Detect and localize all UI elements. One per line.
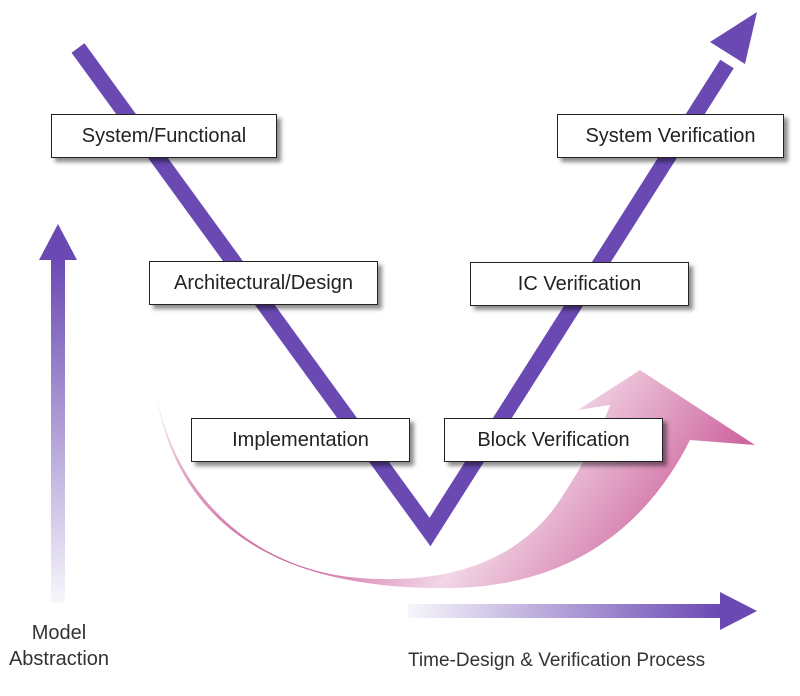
- stage-ic-verification-label: IC Verification: [517, 272, 642, 295]
- stage-architectural-design-label: Architectural/Design: [174, 271, 353, 294]
- stage-system-verification: System Verification: [557, 114, 784, 158]
- vertical-axis-label: Model Abstraction: [0, 620, 118, 672]
- vertical-axis-label-line2: Abstraction: [8, 648, 110, 670]
- stage-implementation-label: Implementation: [232, 428, 369, 451]
- abstraction-arrow-shaft: [51, 258, 65, 603]
- stage-block-verification-label: Block Verification: [477, 428, 630, 451]
- stage-system-functional-label: System/Functional: [81, 124, 247, 147]
- abstraction-arrow-head: [39, 224, 77, 260]
- v-line-descending-ascending: [71, 43, 734, 547]
- v-line-arrowhead: [710, 12, 757, 64]
- time-arrow-head: [720, 592, 757, 630]
- horizontal-axis-label-text: Time-Design & Verification Process: [408, 650, 706, 671]
- stage-system-verification-label: System Verification: [585, 124, 756, 147]
- stage-system-functional: System/Functional: [51, 114, 277, 158]
- stage-ic-verification: IC Verification: [470, 262, 689, 306]
- stage-implementation: Implementation: [191, 418, 410, 462]
- vertical-axis-label-line1: Model: [31, 622, 87, 644]
- stage-block-verification: Block Verification: [444, 418, 663, 462]
- horizontal-axis-label: Time-Design & Verification Process: [408, 648, 705, 674]
- stage-architectural-design: Architectural/Design: [149, 261, 378, 305]
- time-arrow-shaft: [408, 604, 720, 618]
